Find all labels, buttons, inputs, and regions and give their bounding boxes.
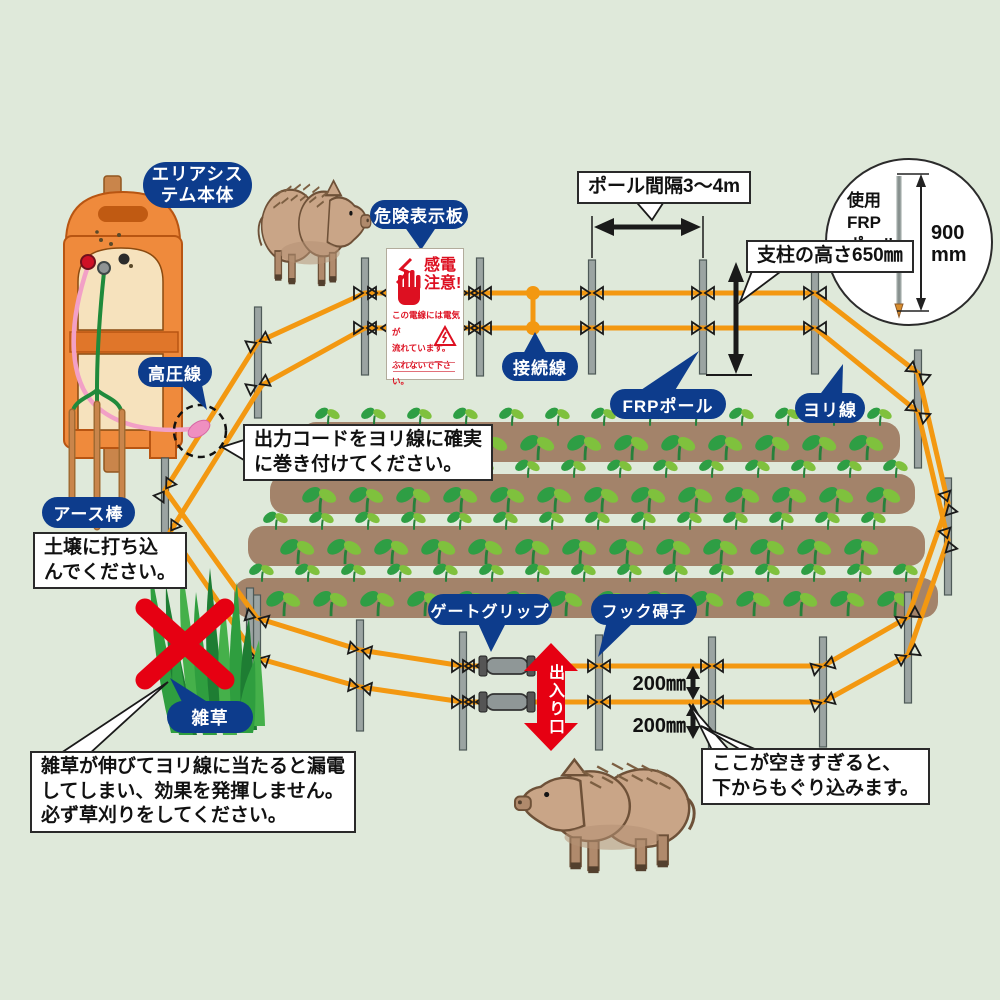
measurement-arrows [591, 216, 752, 739]
hook-insulators [151, 285, 959, 714]
wild-boar-bottom [513, 758, 696, 875]
prohibition-x-mark [135, 598, 235, 690]
gate-grips [478, 655, 536, 713]
frp-pole-inset-art [894, 173, 929, 319]
danger-sign-board: 感電 注意! この電線には電気が 流れています。 ふれないで下さい。 [386, 248, 464, 386]
energizer-unit [63, 175, 193, 473]
note-gap: ここが空きすぎると、 下からもぐり込みます。 [701, 748, 931, 806]
label-connection-line: 接続線 [502, 352, 578, 381]
label-area-system-unit: エリアシス テム本体 [143, 162, 252, 208]
entrance-label: 出入り口 [546, 664, 563, 736]
label-weeds: 雑草 [167, 701, 253, 733]
sign-body: この電線には電気が 流れています。 ふれないで下さい。 [392, 310, 461, 387]
label-frp-pole: FRPポール [610, 389, 726, 419]
sign-title: 感電 注意! [424, 257, 462, 292]
note-weeds: 雑草が伸びてヨリ線に当たると漏電 してしまい、効果を発揮しません。 必ず草刈りを… [30, 751, 357, 834]
wild-boar-top [257, 179, 373, 288]
note-output-cord: 出力コードをヨリ線に確実 に巻き付けてください。 [243, 424, 494, 482]
note-post-height: 支柱の高さ650㎜ [746, 240, 914, 273]
sign-rule-1 [393, 362, 455, 363]
label-hook-insulator: フック碍子 [591, 594, 697, 625]
fence-wires [162, 290, 951, 705]
electric-shock-hand-icon [395, 257, 421, 305]
note-earth-rod: 土壌に打ち込 んでください。 [33, 532, 188, 590]
crop-field [234, 407, 938, 618]
label-gate-grip: ゲートグリップ [428, 594, 552, 625]
frp-pole-length: 900 mm [931, 222, 967, 267]
note-pole-spacing: ポール間隔3〜4m [577, 171, 752, 204]
label-danger-board: 危険表示板 [370, 200, 468, 229]
label-high-voltage-line: 高圧線 [138, 357, 212, 387]
entrance-arrow [524, 643, 578, 751]
warning-triangle-icon [433, 325, 457, 346]
sign-rule-2 [393, 371, 455, 372]
output-cord-wrap [172, 403, 228, 459]
connection-line [526, 286, 540, 335]
label-earth-rod: アース棒 [42, 497, 135, 528]
gap-top-label: 200㎜ [632, 673, 686, 695]
gap-bottom-label: 200㎜ [632, 715, 686, 737]
label-twisted-wire: ヨリ線 [795, 393, 865, 423]
